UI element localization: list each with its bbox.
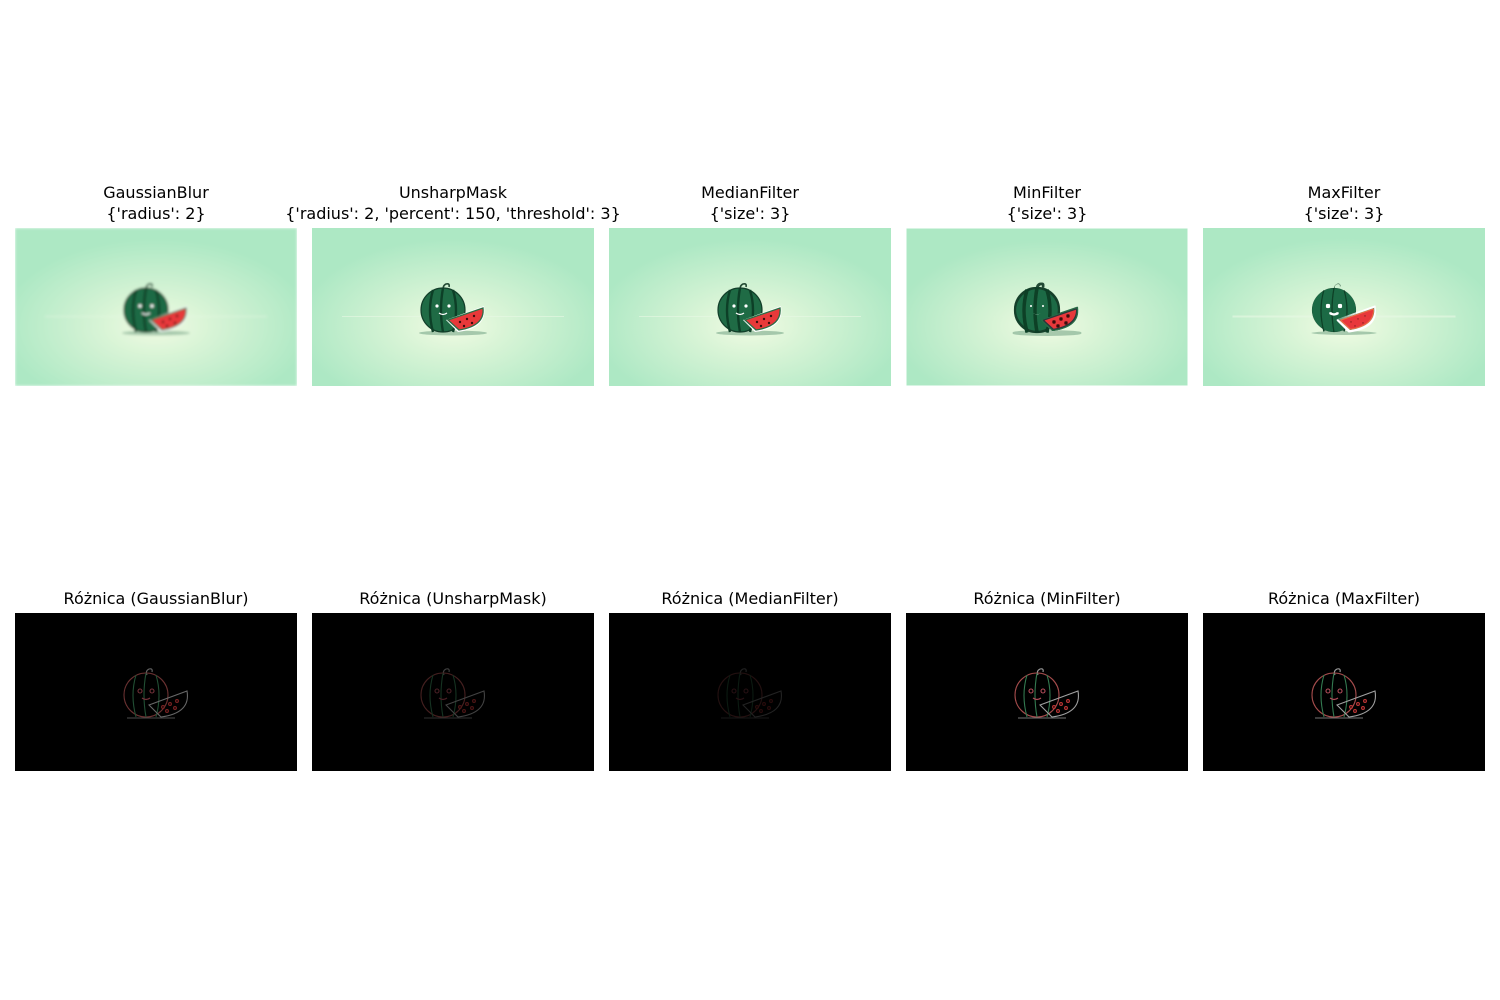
watermelon-image (609, 228, 891, 386)
panel-title: MaxFilter (1307, 183, 1381, 202)
panel-title: Różnica (MaxFilter) (1267, 589, 1421, 608)
panel-title: GaussianBlur (103, 183, 209, 202)
panel-title: MedianFilter (701, 183, 799, 202)
difference-image (609, 613, 891, 771)
panel-title: MinFilter (1012, 183, 1081, 202)
panel-params: {'radius': 2, 'percent': 150, 'threshold… (285, 204, 621, 223)
difference-image (15, 613, 297, 771)
panel-title: Różnica (GaussianBlur) (63, 589, 249, 608)
panel-params: {'size': 3} (1303, 204, 1385, 223)
watermelon-image (312, 228, 594, 386)
panel-title: Różnica (UnsharpMask) (359, 589, 547, 608)
difference-image (1203, 613, 1485, 771)
panel-params: {'radius': 2} (106, 204, 206, 223)
difference-image (906, 613, 1188, 771)
panel-params: {'size': 3} (1006, 204, 1088, 223)
difference-image (312, 613, 594, 771)
watermelon-image (906, 228, 1188, 386)
panel-params: {'size': 3} (709, 204, 791, 223)
watermelon-image (1203, 228, 1485, 386)
panel-title: UnsharpMask (398, 183, 508, 202)
panel-title: Różnica (MedianFilter) (661, 589, 839, 608)
panel-title: Różnica (MinFilter) (973, 589, 1121, 608)
watermelon-image (15, 228, 297, 386)
